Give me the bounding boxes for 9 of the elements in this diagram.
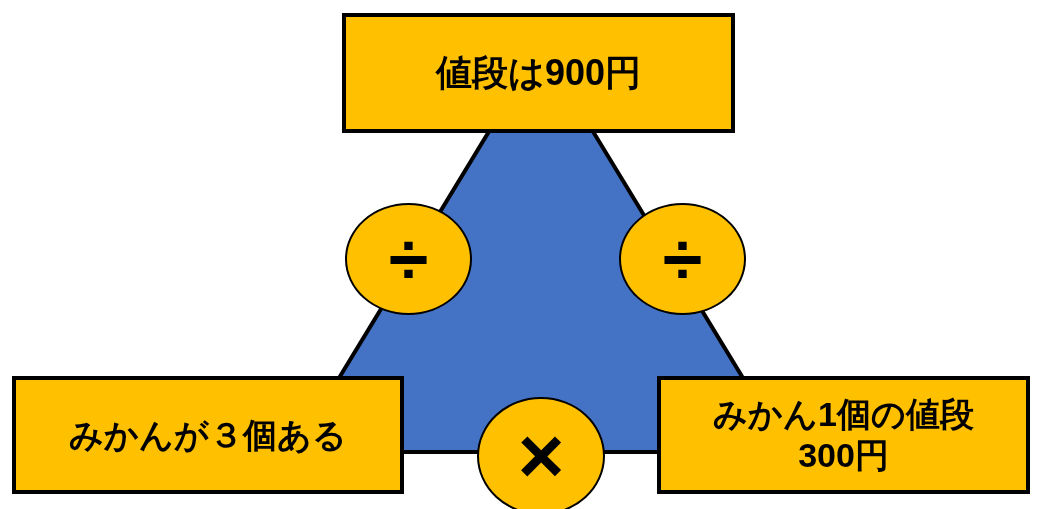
text-box	[342, 13, 735, 133]
label-text: 値段は900円	[435, 51, 642, 95]
operator-symbol: ÷	[388, 217, 429, 301]
text-box	[657, 376, 1030, 494]
label-text: みかん1個の値段300円	[712, 394, 975, 476]
operator-symbol: ×	[517, 410, 565, 502]
text-box	[12, 376, 404, 494]
operator-symbol: ÷	[662, 217, 703, 301]
label-text: みかんが３個ある	[69, 414, 347, 456]
